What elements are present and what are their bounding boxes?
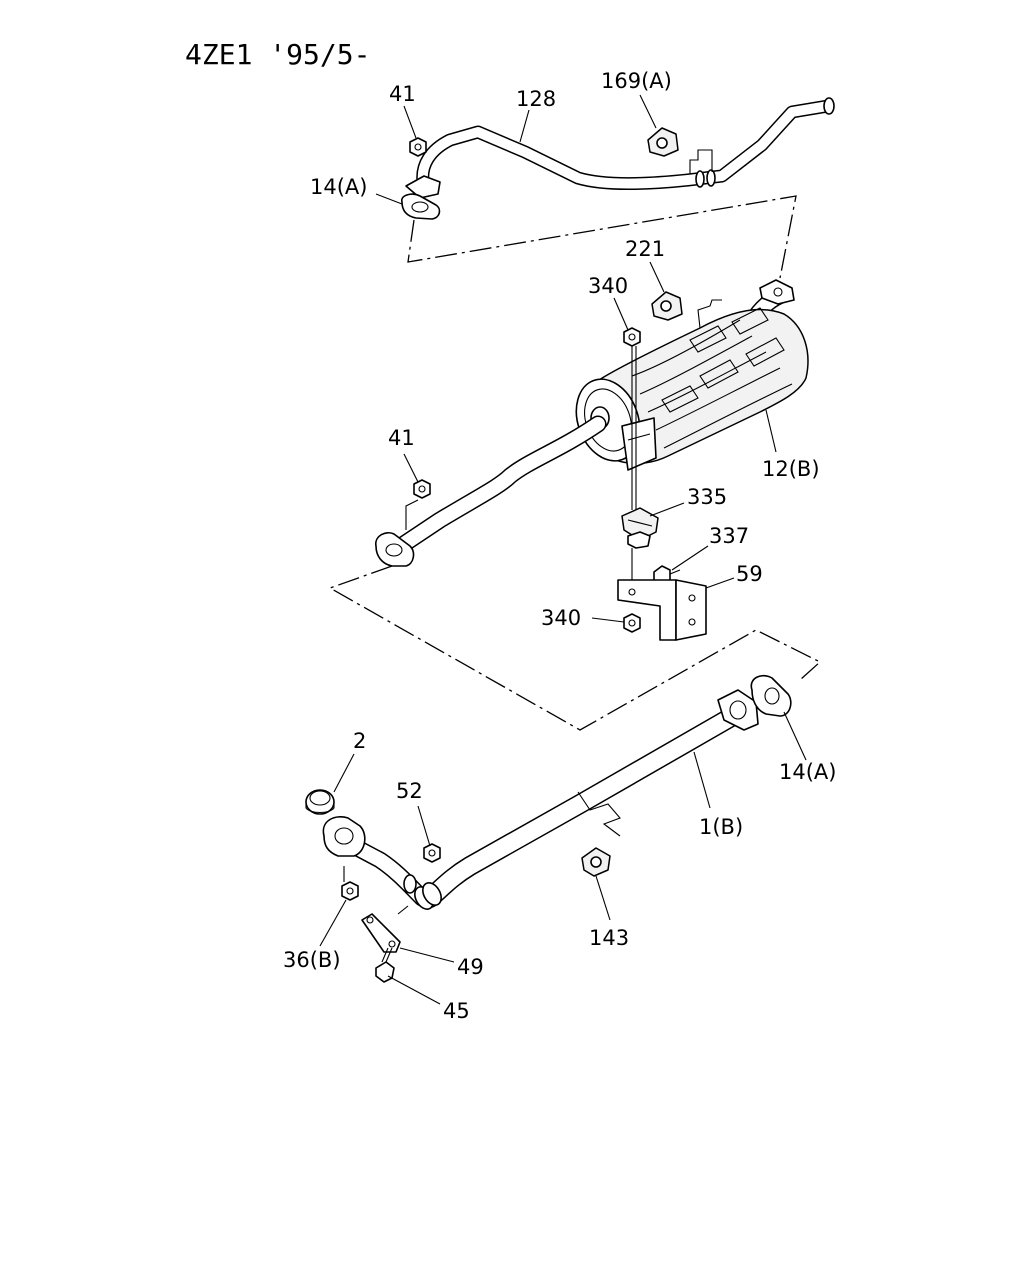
label-14a-top: 14(A) bbox=[310, 175, 367, 199]
bolt-45 bbox=[375, 947, 395, 983]
rubber-hanger-143 bbox=[581, 847, 611, 877]
label-340-bottom: 340 bbox=[541, 606, 581, 630]
label-337: 337 bbox=[709, 524, 749, 548]
rubber-hanger-169a bbox=[647, 127, 679, 157]
label-41-mid: 41 bbox=[388, 426, 415, 450]
leader-lines bbox=[319, 94, 807, 1005]
label-14a-bottom: 14(A) bbox=[779, 760, 836, 784]
front-pipe-1b bbox=[322, 689, 759, 910]
rubber-hanger-221 bbox=[651, 291, 683, 321]
label-1b: 1(B) bbox=[699, 815, 743, 839]
label-49: 49 bbox=[457, 955, 484, 979]
muffler-12b bbox=[575, 279, 809, 471]
bracket-49 bbox=[361, 905, 409, 953]
intermediate-pipe bbox=[375, 415, 607, 567]
label-59: 59 bbox=[736, 562, 763, 586]
label-52: 52 bbox=[396, 779, 423, 803]
nut-340-bottom bbox=[623, 613, 641, 633]
label-335: 335 bbox=[687, 485, 727, 509]
diagram-title: 4ZE1 '95/5- bbox=[185, 38, 370, 71]
label-36b: 36(B) bbox=[283, 948, 341, 972]
label-143: 143 bbox=[589, 926, 629, 950]
label-45: 45 bbox=[443, 999, 470, 1023]
seal-ring-2 bbox=[305, 789, 335, 815]
nut-340-top bbox=[623, 327, 641, 347]
tail-pipe-128 bbox=[405, 97, 835, 199]
label-12b: 12(B) bbox=[762, 457, 820, 481]
label-340-top: 340 bbox=[588, 274, 628, 298]
nut-52 bbox=[423, 843, 441, 863]
connection-line-top bbox=[407, 195, 797, 279]
label-169a: 169(A) bbox=[601, 69, 672, 93]
gasket-14a-top bbox=[401, 193, 441, 220]
connection-line-middle bbox=[328, 565, 822, 731]
rubber-mount-335 bbox=[621, 507, 659, 549]
nut-41-top bbox=[409, 137, 427, 157]
label-41-top: 41 bbox=[389, 82, 416, 106]
nut-41-mid bbox=[405, 479, 431, 530]
label-221: 221 bbox=[625, 237, 665, 261]
nut-36b bbox=[341, 866, 359, 901]
label-128: 128 bbox=[516, 87, 556, 111]
gasket-14a-bottom bbox=[750, 674, 792, 717]
bracket-59 bbox=[617, 579, 707, 641]
label-2: 2 bbox=[353, 729, 366, 753]
